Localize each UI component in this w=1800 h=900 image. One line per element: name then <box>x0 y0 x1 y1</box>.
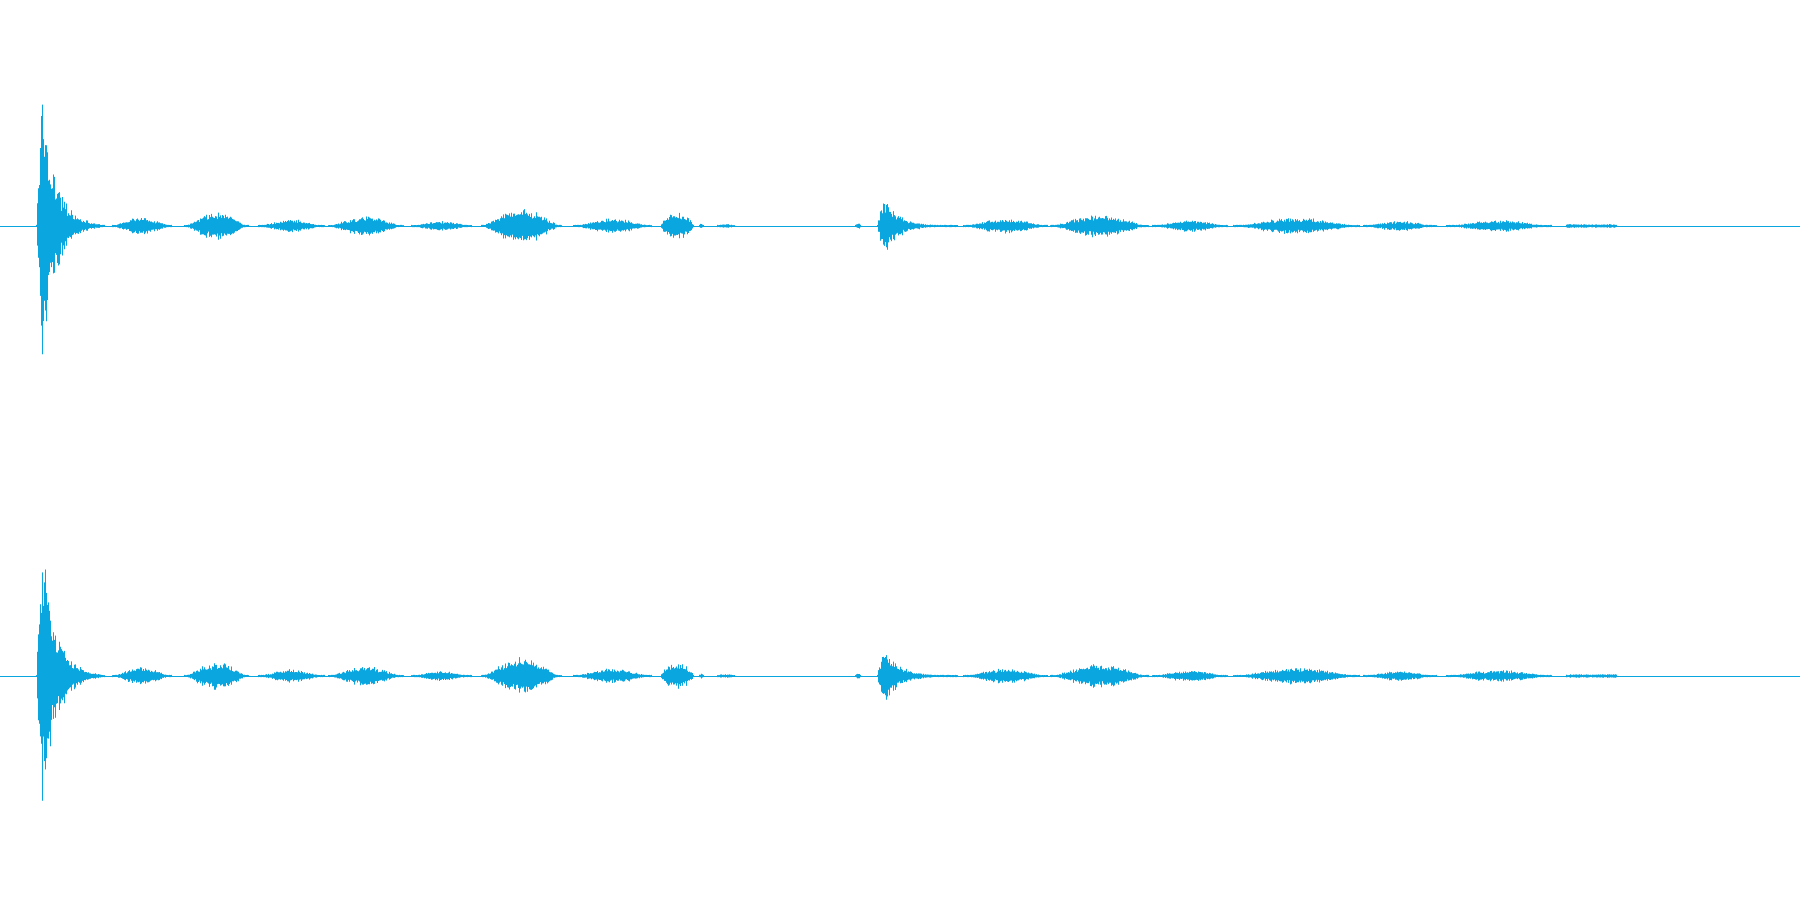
waveform-burst <box>573 218 652 233</box>
waveform-burst <box>1233 668 1360 685</box>
waveform-burst <box>258 219 325 233</box>
waveform-burst <box>717 674 735 678</box>
waveform-burst <box>963 668 1048 684</box>
channel-2-waveform <box>0 569 1800 801</box>
waveform-burst <box>481 657 562 693</box>
waveform-burst <box>1566 674 1617 678</box>
waveform-burst <box>877 655 958 700</box>
channel-1-waveform <box>0 104 1800 355</box>
waveform-burst <box>573 668 652 683</box>
waveform-burst <box>1233 218 1360 234</box>
waveform-burst <box>661 664 694 689</box>
waveform-burst <box>877 203 958 250</box>
waveform-burst <box>184 663 249 690</box>
waveform-burst <box>411 221 472 231</box>
waveform-burst <box>1152 220 1228 232</box>
waveform-burst <box>36 104 105 355</box>
waveform-burst <box>1050 664 1149 688</box>
waveform-burst <box>963 219 1048 234</box>
waveform-burst <box>328 216 404 236</box>
waveform-burst <box>855 673 861 679</box>
waveform-burst <box>112 667 172 685</box>
waveform-burst <box>112 218 172 235</box>
waveform-burst <box>1363 221 1437 231</box>
waveform-burst <box>184 212 249 240</box>
waveform-burst <box>1050 215 1149 238</box>
waveform-burst <box>1566 224 1617 228</box>
waveform-burst <box>661 212 694 239</box>
waveform-burst <box>36 569 105 801</box>
waveform-burst <box>328 667 404 686</box>
waveform-burst <box>1446 220 1552 232</box>
waveform-burst <box>258 669 325 683</box>
waveform-burst <box>411 671 472 681</box>
waveform-burst <box>1446 670 1552 682</box>
waveform-burst <box>1152 671 1228 681</box>
waveform-burst <box>699 673 704 679</box>
waveform-burst <box>699 223 704 228</box>
waveform-burst <box>855 223 861 229</box>
waveform-burst <box>1363 671 1437 681</box>
waveform-burst <box>481 209 562 241</box>
waveform-burst <box>717 224 735 228</box>
